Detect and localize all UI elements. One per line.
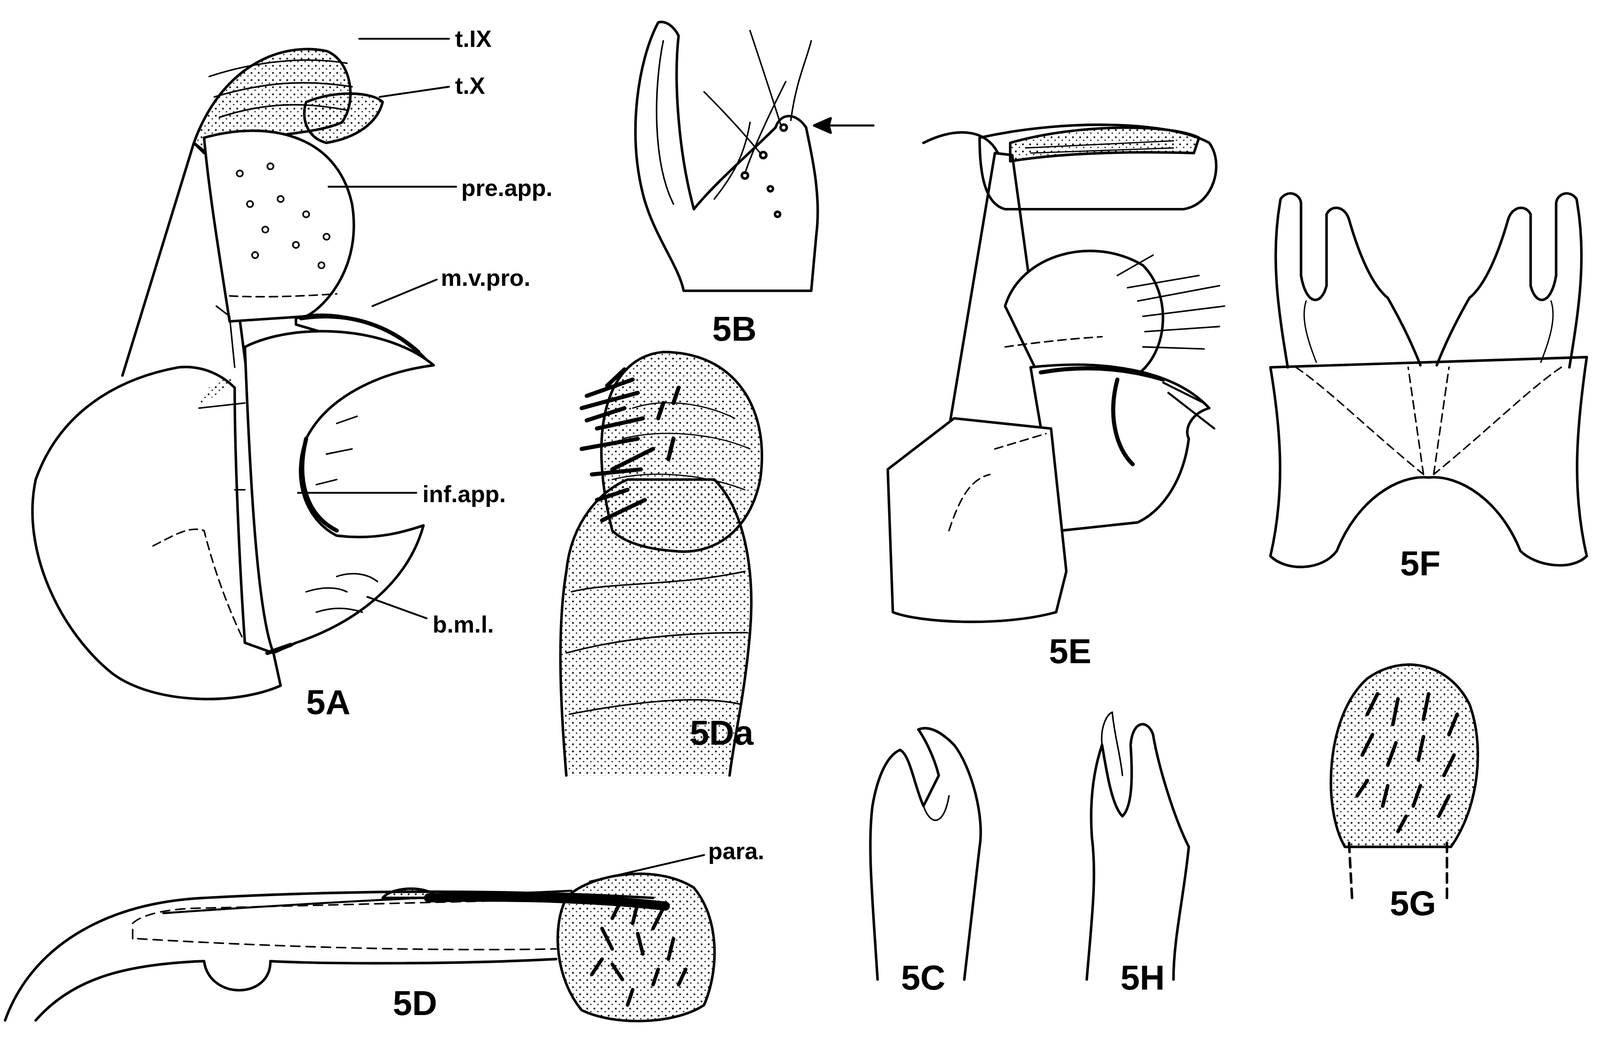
figure-number: 5D — [392, 985, 438, 1021]
part-label: t.IX — [454, 27, 492, 51]
figure-number: 5A — [306, 684, 351, 720]
figure-number: 5E — [1049, 633, 1092, 669]
part-label: b.m.l. — [432, 612, 494, 637]
figure-number: 5C — [901, 960, 946, 996]
part-label: t.X — [454, 73, 485, 98]
figure-number: 5Da — [689, 715, 754, 751]
figure-number: 5H — [1120, 960, 1165, 996]
part-label: pre.app. — [461, 176, 553, 200]
part-label: m.v.pro. — [440, 266, 531, 290]
part-label: para. — [708, 839, 765, 864]
figure-number: 5B — [712, 311, 757, 347]
part-label: inf.app. — [422, 482, 506, 506]
figure-number: 5F — [1399, 546, 1441, 581]
figure-number: 5G — [1389, 886, 1436, 921]
